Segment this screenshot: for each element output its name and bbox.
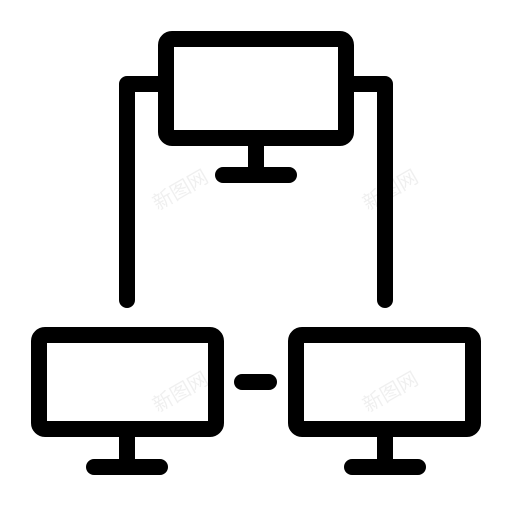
watermark-text: 新图网 [148, 164, 212, 215]
left-connector-line [119, 76, 167, 308]
bottom-left-monitor-icon [31, 327, 224, 475]
bottom-right-monitor-icon [288, 327, 481, 475]
top-monitor-screen [158, 31, 354, 146]
right-connector-line [345, 76, 393, 308]
top-monitor-icon [158, 31, 354, 183]
watermark-text: 新图网 [358, 366, 422, 417]
watermark-text: 新图网 [148, 366, 212, 417]
